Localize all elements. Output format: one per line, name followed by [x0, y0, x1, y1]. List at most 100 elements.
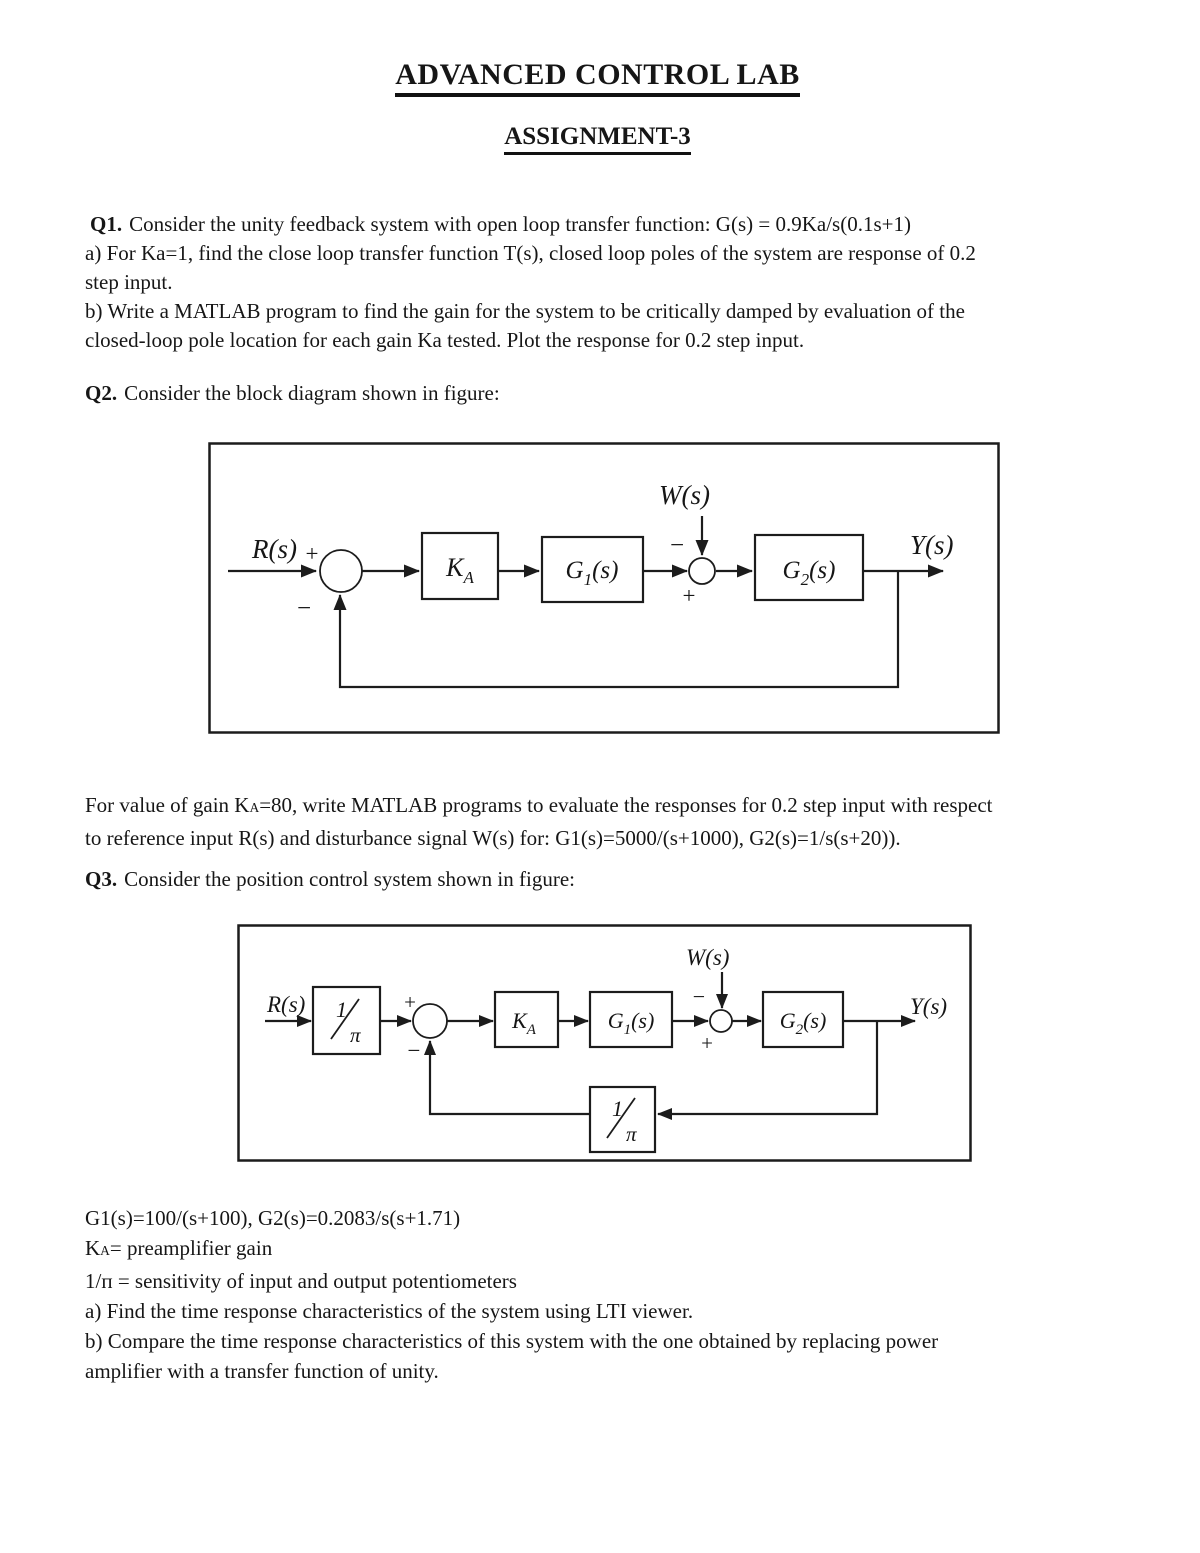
q3-notes-ka-rest: = preamplifier gain — [109, 1236, 273, 1260]
d1-g2-arg: (s) — [809, 557, 835, 584]
q2-intro-text: Consider the block diagram shown in figu… — [124, 381, 500, 405]
q1-intro-text: Consider the unity feedback system with … — [129, 212, 911, 236]
q1-part-b-line1: b) Write a MATLAB program to find the ga… — [85, 299, 965, 323]
document-page: ADVANCED CONTROL LAB ASSIGNMENT-3 Q1.Con… — [85, 58, 1110, 1386]
q2-task-line1: For value of gain KA=80, write MATLAB pr… — [85, 790, 1110, 823]
d2-feedback-pot-denominator: π — [626, 1122, 637, 1146]
q3-notes-line1: G1(s)=100/(s+100), G2(s)=0.2083/s(s+1.71… — [85, 1206, 461, 1230]
q2-task-paragraph: For value of gain KA=80, write MATLAB pr… — [85, 790, 1110, 854]
q3-notes-line5: b) Compare the time response characteris… — [85, 1329, 939, 1353]
d1-g1-sub: 1 — [584, 570, 593, 589]
q2-block-diagram: R(s) W(s) Y(s) + − − + KA G1(s) G2(s) — [208, 442, 1000, 734]
question-1: Q1.Consider the unity feedback system wi… — [85, 210, 1110, 355]
d1-ka-block — [420, 531, 500, 601]
d2-r-label: R(s) — [266, 992, 305, 1017]
d2-input-pot-numerator: 1 — [336, 997, 347, 1022]
d2-sum1-plus-sign: + — [404, 990, 416, 1014]
q3-intro-text: Consider the position control system sho… — [124, 867, 575, 891]
q1-label: Q1. — [90, 212, 123, 236]
page-title: ADVANCED CONTROL LAB — [85, 58, 1110, 97]
q3-figure: R(s) W(s) Y(s) + − − + 1 π 1 π KA G1(s) … — [237, 924, 1110, 1162]
q3-notes-ka-subscript: A — [100, 1243, 110, 1258]
page-title-text: ADVANCED CONTROL LAB — [395, 58, 800, 97]
d1-g1-block-label: G1(s) — [566, 557, 619, 589]
q3-notes-line6: amplifier with a transfer function of un… — [85, 1359, 439, 1383]
q1-part-b-line2: closed-loop pole location for each gain … — [85, 328, 805, 352]
question-3: Q3.Consider the position control system … — [85, 865, 1110, 894]
d2-feedback-pot-slash — [606, 1097, 636, 1139]
figure1-border — [208, 442, 1000, 734]
figure2-border — [237, 924, 972, 1162]
q1-part-a-line1: a) For Ka=1, find the close loop transfe… — [85, 241, 976, 265]
d2-ka-sub: A — [526, 1022, 537, 1038]
d2-input-pot-block — [311, 985, 382, 1056]
d2-g2-main: G — [780, 1008, 796, 1033]
q2-task-line1-a: For value of gain K — [85, 793, 250, 817]
d2-g2-sub: 2 — [796, 1022, 804, 1038]
d2-feedback-pot-numerator: 1 — [612, 1096, 623, 1121]
d2-feedback-pot-block — [588, 1085, 657, 1154]
d2-ka-block — [493, 990, 560, 1049]
d1-summing-junction-2 — [688, 557, 716, 585]
d2-input-pot-fraction: 1 π — [330, 997, 361, 1047]
q3-label: Q3. — [85, 867, 118, 891]
q2-task-line2: to reference input R(s) and disturbance … — [85, 826, 901, 850]
d2-input-pot-denominator: π — [350, 1023, 361, 1047]
q1-part-a-line2: step input. — [85, 270, 173, 294]
d2-feedback-pot-fraction: 1 π — [606, 1096, 637, 1146]
q3-notes-line4: a) Find the time response characteristic… — [85, 1299, 694, 1323]
q2-figure: R(s) W(s) Y(s) + − − + KA G1(s) G2(s) — [208, 442, 1110, 734]
d1-g2-sub: 2 — [801, 570, 810, 589]
d2-g1-arg: (s) — [631, 1008, 654, 1033]
d1-g2-block — [753, 533, 865, 602]
d1-ka-block-label: KA — [445, 553, 474, 587]
question-2: Q2.Consider the block diagram shown in f… — [85, 379, 1110, 408]
d1-sum2-minus-sign: − — [670, 532, 684, 559]
d1-w-label: W(s) — [659, 480, 710, 510]
d1-g2-main: G — [783, 557, 801, 584]
d2-g2-block-label: G2(s) — [780, 1008, 827, 1038]
d1-ka-sub: A — [462, 568, 474, 587]
d2-g1-sub: 1 — [624, 1022, 632, 1038]
d2-sum2-plus-sign: + — [701, 1031, 713, 1055]
d2-input-pot-slash — [330, 998, 360, 1040]
q3-intro-line: Q3.Consider the position control system … — [85, 865, 1110, 894]
d1-sum1-minus-sign: − — [297, 595, 311, 622]
d2-pot-to-sum1-feedback-path — [424, 1040, 590, 1116]
d2-g1-block-label: G1(s) — [608, 1008, 655, 1038]
d1-r-label: R(s) — [251, 534, 297, 564]
d1-y-label: Y(s) — [910, 530, 954, 560]
d2-sum2-minus-sign: − — [693, 984, 705, 1009]
d2-g2-block — [761, 990, 845, 1049]
d2-summing-junction-1 — [412, 1003, 448, 1039]
q1-intro-line: Q1.Consider the unity feedback system wi… — [85, 210, 1110, 239]
d1-g2-block-label: G2(s) — [783, 557, 836, 589]
d1-g1-arg: (s) — [592, 557, 618, 584]
d2-g1-main: G — [608, 1008, 624, 1033]
d1-ka-main: K — [445, 553, 465, 582]
q2-task-ka-subscript: A — [249, 800, 260, 815]
d1-sum2-plus-sign: + — [683, 583, 696, 608]
page-subtitle-text: ASSIGNMENT-3 — [504, 123, 691, 155]
d1-feedback-path — [333, 571, 900, 689]
d2-g2-arg: (s) — [803, 1008, 826, 1033]
d1-g1-main: G — [566, 557, 584, 584]
d2-ka-block-label: KA — [511, 1008, 537, 1038]
page-subtitle: ASSIGNMENT-3 — [85, 123, 1110, 155]
q3-notes-ka: K — [85, 1236, 101, 1260]
q3-notes-line3: 1/п = sensitivity of input and output po… — [85, 1269, 517, 1293]
d2-summing-junction-2 — [709, 1009, 733, 1033]
d2-y-label: Y(s) — [910, 994, 947, 1019]
d1-g1-block — [540, 535, 645, 604]
q3-block-diagram: R(s) W(s) Y(s) + − − + 1 π 1 π KA G1(s) … — [237, 924, 972, 1162]
d2-w-label: W(s) — [686, 945, 729, 970]
d1-summing-junction-1 — [319, 549, 363, 593]
d1-sum1-plus-sign: + — [306, 541, 319, 566]
d2-sum1-minus-sign: − — [408, 1038, 421, 1063]
q3-notes-line2: KA= preamplifier gain — [85, 1233, 1110, 1266]
d2-feedback-to-pot-path — [657, 1021, 879, 1120]
q2-label: Q2. — [85, 381, 118, 405]
q3-notes: G1(s)=100/(s+100), G2(s)=0.2083/s(s+1.71… — [85, 1203, 1110, 1386]
q2-task-line1-b: =80, write MATLAB programs to evaluate t… — [259, 793, 993, 817]
d2-ka-main: K — [511, 1008, 528, 1033]
